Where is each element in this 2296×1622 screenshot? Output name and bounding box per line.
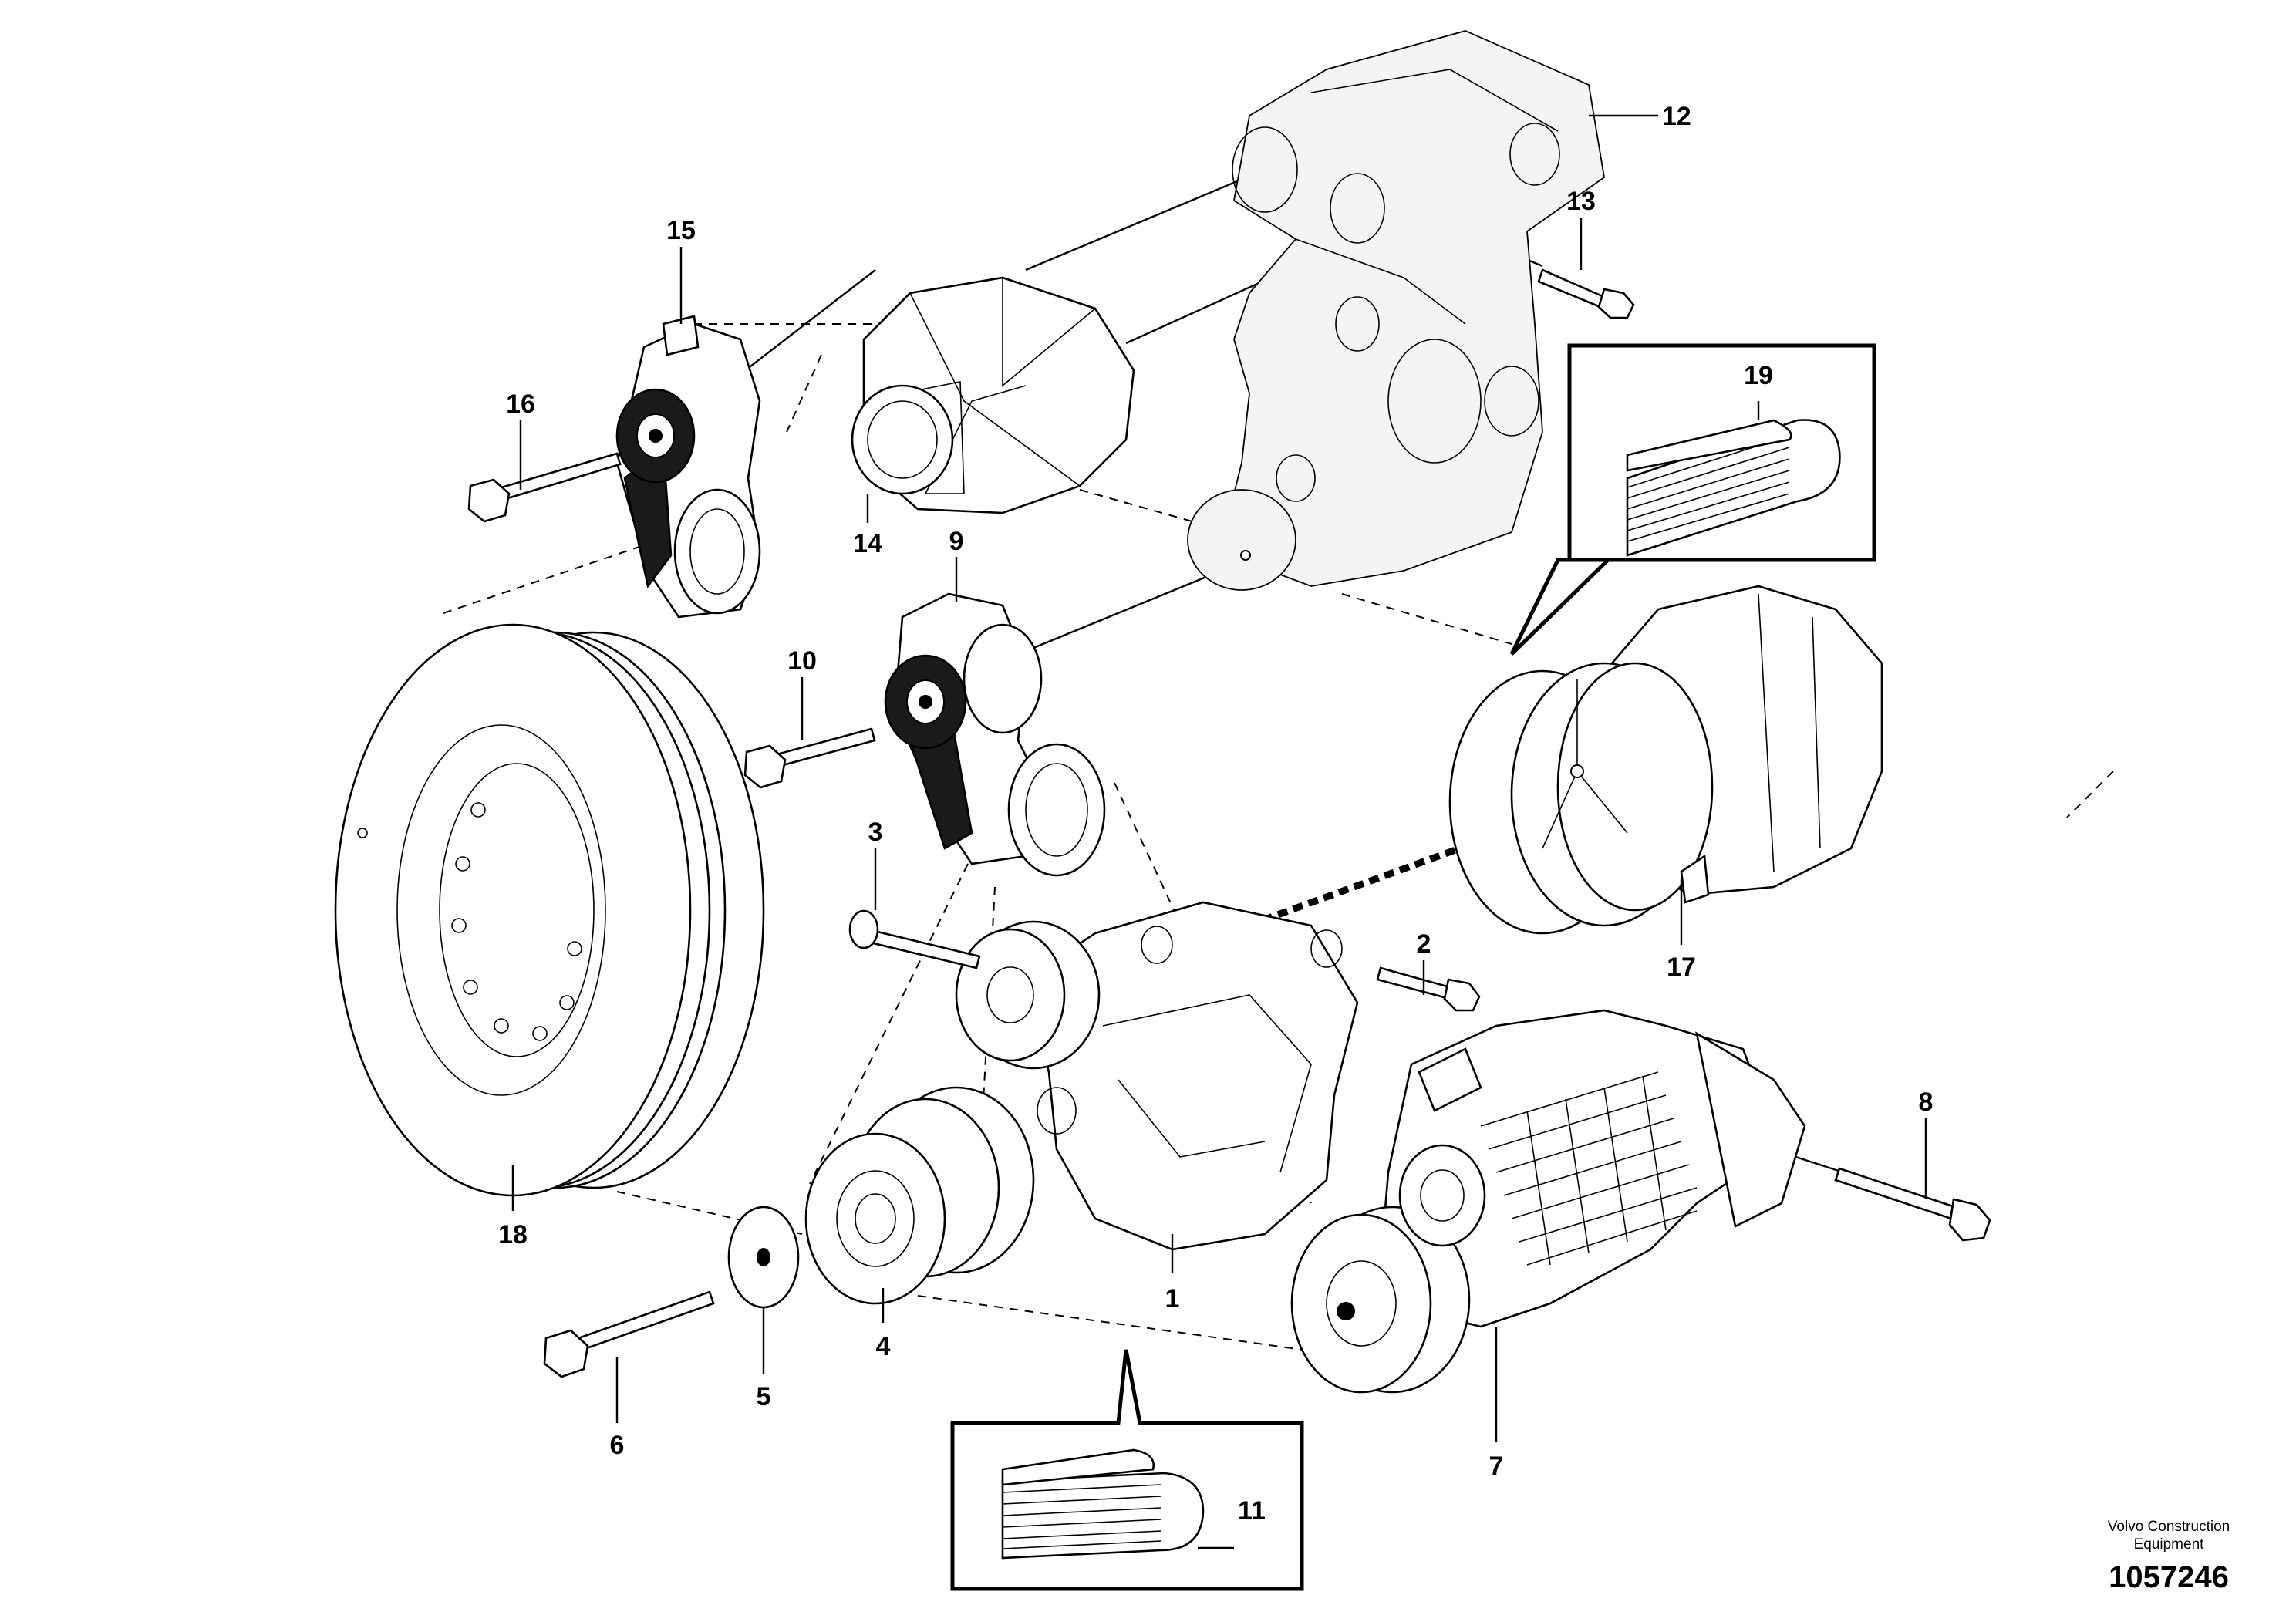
callout-labels: 1 2 3 4 5 6 7 8 9 10 11 12 13 14 15 16 1… bbox=[498, 102, 1933, 1526]
crankshaft-pulley-18 bbox=[334, 623, 765, 1197]
engine-bracket-12 bbox=[1187, 30, 1605, 591]
supercharger-7 bbox=[1290, 1009, 1806, 1394]
source-line-1: Volvo Construction bbox=[2108, 1519, 2230, 1535]
bolt-3 bbox=[848, 909, 981, 969]
source-line-2: Equipment bbox=[2134, 1536, 2205, 1553]
leader-lines bbox=[511, 114, 1927, 1549]
callout-10: 10 bbox=[787, 646, 817, 676]
source-block: Volvo Construction Equipment 1057246 bbox=[2108, 1519, 2230, 1594]
callout-1: 1 bbox=[1165, 1284, 1180, 1313]
callout-11: 11 bbox=[1238, 1496, 1266, 1526]
ac-compressor-17 bbox=[1448, 585, 1883, 935]
belt-11-drawing bbox=[1001, 1448, 1205, 1560]
callout-19: 19 bbox=[1744, 361, 1773, 390]
callout-14: 14 bbox=[853, 529, 882, 558]
callout-16: 16 bbox=[506, 389, 535, 419]
callout-12: 12 bbox=[1662, 102, 1691, 131]
callout-13: 13 bbox=[1566, 187, 1596, 216]
callout-7: 7 bbox=[1489, 1452, 1504, 1481]
idler-bracket-1 bbox=[955, 901, 1359, 1251]
callout-3: 3 bbox=[868, 818, 883, 847]
callout-9: 9 bbox=[949, 527, 964, 556]
belt-tensioner-15 bbox=[615, 315, 761, 619]
cooling-fins bbox=[1480, 1071, 1698, 1266]
pulley-bolt-holes bbox=[357, 802, 582, 1041]
callout-6: 6 bbox=[610, 1431, 625, 1460]
bolt-10 bbox=[743, 727, 876, 789]
bolt-6 bbox=[543, 1290, 715, 1378]
pulley-4 bbox=[804, 1086, 1035, 1305]
callout-17: 17 bbox=[1667, 953, 1696, 982]
belt-tensioner-9 bbox=[884, 592, 1106, 877]
bolt-16 bbox=[467, 452, 622, 523]
belt-inset-11 bbox=[950, 1349, 1304, 1591]
callout-15: 15 bbox=[666, 216, 696, 245]
drawing-part-number: 1057246 bbox=[2109, 1560, 2229, 1594]
belt-19-drawing bbox=[1626, 419, 1841, 557]
bolt-8 bbox=[1834, 1167, 1991, 1242]
callout-8: 8 bbox=[1919, 1088, 1934, 1117]
washer-5 bbox=[727, 1206, 800, 1309]
belt-inset-19 bbox=[1509, 343, 1876, 656]
bolt-2 bbox=[1376, 966, 1481, 1012]
alternator-14 bbox=[851, 276, 1135, 514]
callout-5: 5 bbox=[757, 1382, 771, 1411]
callout-18: 18 bbox=[498, 1220, 528, 1249]
bolt-13 bbox=[1537, 268, 1635, 319]
callout-4: 4 bbox=[876, 1332, 891, 1361]
callout-2: 2 bbox=[1417, 929, 1431, 959]
